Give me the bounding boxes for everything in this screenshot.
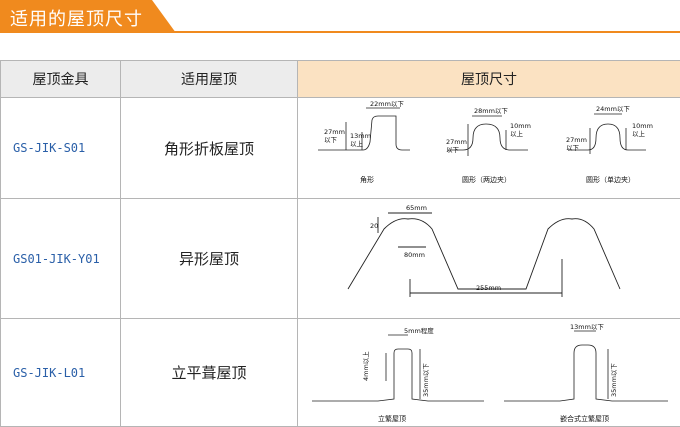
dim-label: 以上	[510, 129, 524, 138]
dim-label: 10mm	[632, 122, 653, 130]
dim-label: 以下	[446, 146, 460, 154]
dim-label: 27mm	[446, 138, 467, 146]
dim-label: 65mm	[406, 204, 427, 212]
roof-size-figure: 65mm 20 80mm 255mm	[298, 199, 680, 319]
dim-label: 以下	[324, 136, 338, 144]
dim-label: 4mm以上	[361, 351, 370, 381]
banner-underline	[0, 31, 680, 33]
figure-caption: 圆形（单边夹）	[586, 175, 635, 184]
dim-label: 28mm以下	[474, 107, 508, 115]
header-roof-type: 适用屋顶	[121, 61, 298, 98]
angular-roof-diagram: 22mm以下 27mm 以下 13mm 以上 角形 28mm以下 10mm 以上…	[298, 98, 680, 198]
dim-label: 24mm以下	[596, 105, 630, 113]
figure-caption: 嵌合式立繁屋顶	[560, 414, 609, 423]
roof-type: 异形屋顶	[121, 199, 298, 319]
dim-label: 13mm	[350, 132, 371, 140]
dim-label: 13mm以下	[570, 323, 604, 331]
dim-label: 以上	[632, 129, 646, 138]
fitting-code: GS01-JIK-Y01	[1, 199, 121, 319]
table-row: GS-JIK-L01 立平葺屋顶 5mm程度 4mm以上 35mm以下	[1, 319, 680, 427]
table-header-row: 屋顶金具 适用屋顶 屋顶尺寸	[1, 61, 680, 98]
table-row: GS01-JIK-Y01 异形屋顶 65mm 20 80mm 255mm	[1, 199, 680, 319]
roof-size-table: 屋顶金具 适用屋顶 屋顶尺寸 GS-JIK-S01 角形折板屋顶	[0, 60, 680, 427]
dim-label: 22mm以下	[370, 100, 404, 108]
standing-seam-diagram: 5mm程度 4mm以上 35mm以下 立繁屋顶 13mm以下 35mm以下 嵌合…	[298, 319, 680, 426]
dim-label: 27mm	[324, 128, 345, 136]
dim-label: 35mm以下	[610, 363, 618, 397]
dim-label: 以上	[350, 139, 364, 148]
standing-seam-profile	[312, 349, 484, 401]
dim-label: 10mm	[510, 122, 531, 130]
fitting-code: GS-JIK-S01	[1, 98, 121, 199]
dim-label: 255mm	[476, 284, 501, 292]
dim-label: 27mm	[566, 136, 587, 144]
section-banner: 适用的屋顶尺寸	[0, 0, 680, 34]
roof-size-figure: 22mm以下 27mm 以下 13mm 以上 角形 28mm以下 10mm 以上…	[298, 98, 680, 199]
trapezoid-profile	[348, 219, 620, 289]
figure-caption: 圆形（两边夹）	[462, 175, 511, 184]
special-roof-diagram: 65mm 20 80mm 255mm	[298, 199, 680, 318]
dim-label: 以下	[566, 144, 580, 152]
roof-type: 角形折板屋顶	[121, 98, 298, 199]
figure-caption: 角形	[360, 175, 374, 184]
dim-label: 80mm	[404, 251, 425, 259]
dim-label: 20	[370, 222, 378, 230]
dim-label: 35mm以下	[422, 363, 430, 397]
header-roof-size: 屋顶尺寸	[298, 61, 680, 98]
roof-size-figure: 5mm程度 4mm以上 35mm以下 立繁屋顶 13mm以下 35mm以下 嵌合…	[298, 319, 680, 427]
table-row: GS-JIK-S01 角形折板屋顶	[1, 98, 680, 199]
interlock-seam-profile	[504, 345, 668, 401]
dim-label: 5mm程度	[404, 326, 434, 335]
header-fitting: 屋顶金具	[1, 61, 121, 98]
roof-type: 立平葺屋顶	[121, 319, 298, 427]
figure-caption: 立繁屋顶	[378, 414, 406, 423]
fitting-code: GS-JIK-L01	[1, 319, 121, 427]
section-title: 适用的屋顶尺寸	[10, 5, 143, 31]
